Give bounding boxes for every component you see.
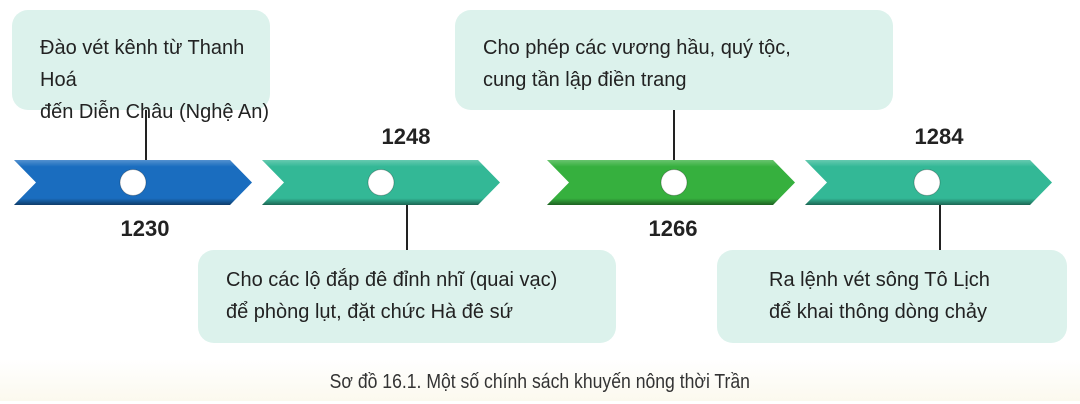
year-label-1284: 1284	[914, 124, 964, 149]
connector-1284	[939, 205, 941, 250]
figure-caption: Sơ đồ 16.1. Một số chính sách khuyến nôn…	[0, 360, 1080, 401]
event-box-1266: Cho phép các vương hầu, quý tộc, cung tầ…	[455, 10, 893, 110]
event-box-1284: Ra lệnh vét sông Tô Lịch để khai thông d…	[717, 250, 1067, 343]
year-label-1266: 1266	[648, 216, 698, 241]
event-box-1248: Cho các lộ đắp đê đỉnh nhĩ (quai vạc) để…	[198, 250, 616, 343]
event-text-line: cung tần lập điền trang	[483, 69, 687, 91]
event-text-line: Đào vét kênh từ Thanh Hoá	[40, 37, 245, 91]
event-box-1230: Đào vét kênh từ Thanh Hoá đến Diễn Châu …	[12, 10, 270, 123]
connector-1230	[145, 110, 147, 160]
year-label-1248: 1248	[381, 124, 431, 149]
connector-1248	[406, 205, 408, 250]
event-text-line: để khai thông dòng chảy	[769, 301, 987, 323]
timeline-dot-1284	[913, 169, 941, 196]
event-text-line: đến Diễn Châu (Nghệ An)	[40, 101, 270, 123]
timeline-dot-1266	[660, 169, 688, 196]
caption-text: Sơ đồ 16.1. Một số chính sách khuyến nôn…	[329, 371, 751, 393]
event-text-line: để phòng lụt, đặt chức Hà đê sứ	[226, 301, 513, 323]
connector-1266	[673, 110, 675, 160]
event-text-line: Ra lệnh vét sông Tô Lịch	[769, 269, 990, 291]
year-label-1230: 1230	[120, 216, 170, 241]
event-text-line: Cho các lộ đắp đê đỉnh nhĩ (quai vạc)	[226, 269, 558, 291]
event-text-line: Cho phép các vương hầu, quý tộc,	[483, 37, 791, 59]
timeline-dot-1230	[119, 169, 147, 196]
timeline-dot-1248	[367, 169, 395, 196]
